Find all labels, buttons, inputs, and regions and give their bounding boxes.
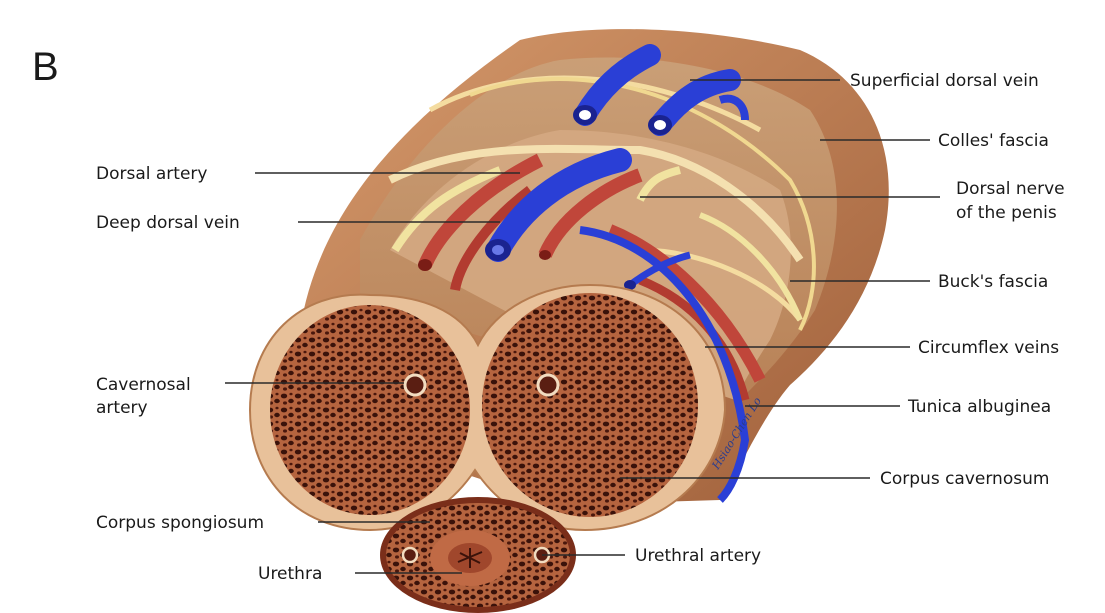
label-urethra: Urethra	[258, 564, 322, 584]
label-circumflex-veins: Circumflex veins	[918, 338, 1059, 358]
label-cavernosal-artery-line1: Cavernosal	[96, 375, 191, 395]
corpus-cavernosum-left	[270, 305, 470, 515]
label-superficial-dorsal-vein: Superficial dorsal vein	[850, 71, 1039, 91]
panel-letter: B	[32, 45, 59, 89]
corpus-cavernosum-right	[482, 293, 698, 517]
label-dorsal-artery: Dorsal artery	[96, 164, 207, 184]
label-dorsal-nerve-line1: Dorsal nerve	[956, 179, 1065, 199]
label-dorsal-nerve-line2: of the penis	[956, 203, 1057, 223]
label-tunica-albuginea: Tunica albuginea	[907, 397, 1051, 417]
label-urethral-artery: Urethral artery	[635, 546, 761, 566]
cavernosal-artery-left	[405, 375, 425, 395]
urethral-artery-left	[403, 548, 417, 562]
label-corpus-spongiosum: Corpus spongiosum	[96, 513, 264, 533]
label-deep-dorsal-vein: Deep dorsal vein	[96, 213, 240, 233]
label-corpus-cavernosum: Corpus cavernosum	[880, 469, 1049, 489]
label-bucks-fascia: Buck's fascia	[938, 272, 1048, 292]
label-cavernosal-artery-line2: artery	[96, 398, 148, 418]
cavernosal-artery-right	[538, 375, 558, 395]
label-colles-fascia: Colles' fascia	[938, 131, 1049, 151]
